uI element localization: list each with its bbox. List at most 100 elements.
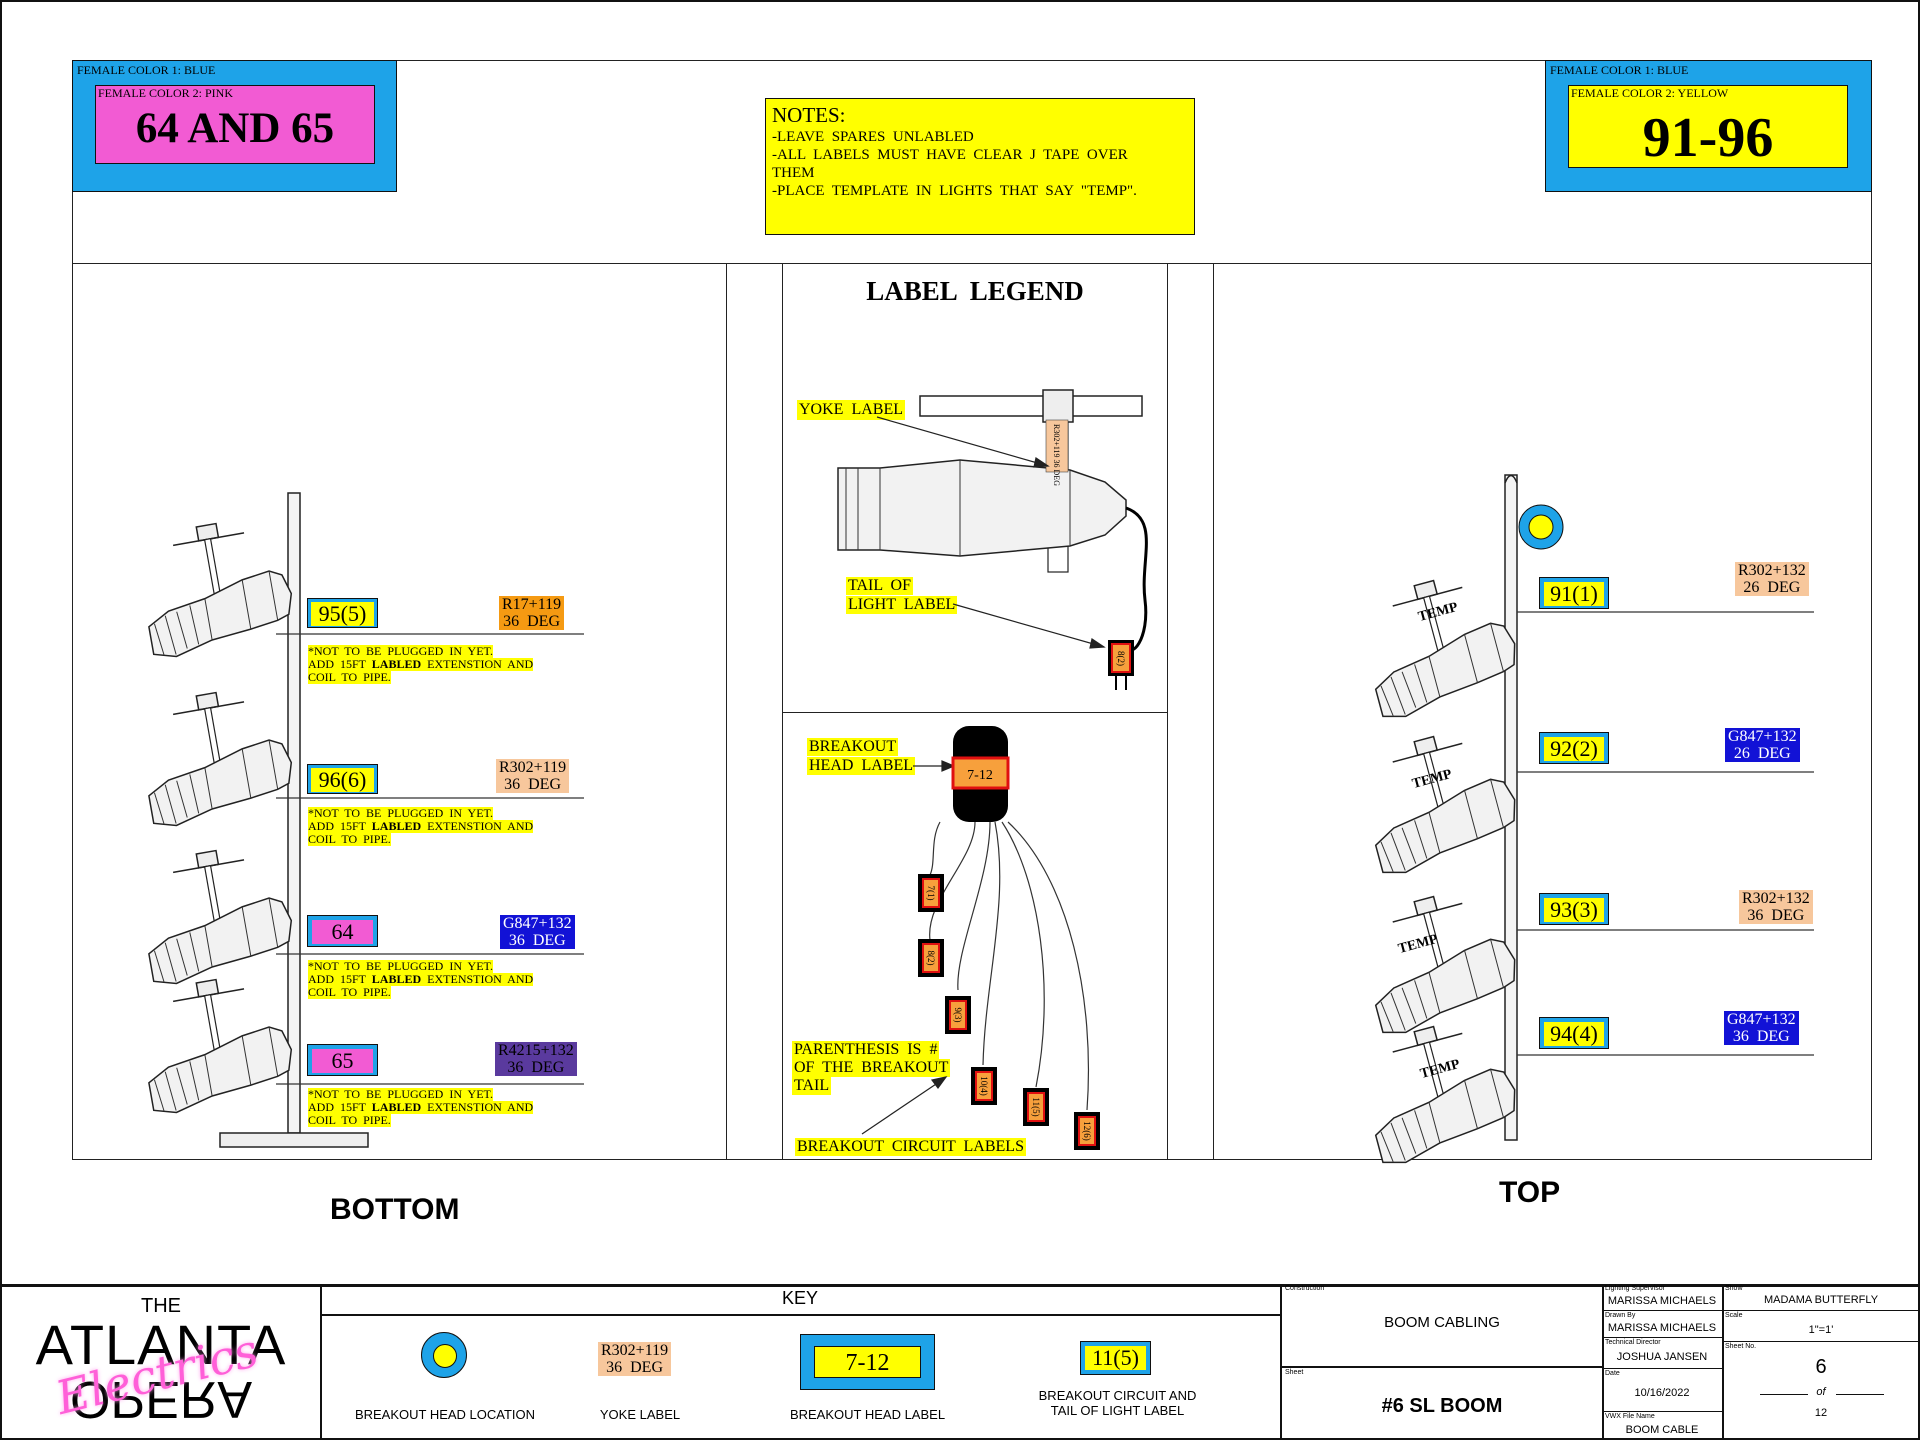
date-caption: Date	[1605, 1370, 1620, 1377]
tail-tag-10-4: 10(4)	[971, 1067, 997, 1105]
bottom-panel	[72, 263, 727, 1160]
legend-divider	[782, 712, 1168, 713]
key-circuit-text: 11(5)	[1085, 1346, 1146, 1370]
date-value: 10/16/2022	[1634, 1387, 1690, 1399]
gel-text: R4215+132	[498, 1042, 574, 1059]
bottom-boom-pipe	[219, 492, 369, 1148]
top-leader-lines	[1517, 611, 1814, 1056]
bottom-fixture-2	[132, 681, 300, 831]
key-head-text: 7-12	[814, 1346, 921, 1378]
vwx-caption: VWX File Name	[1605, 1413, 1655, 1420]
female-color-2-left: FEMALE COLOR 2: PINK	[98, 86, 234, 100]
key-circuit-label-1: BREAKOUT CIRCUIT AND	[1038, 1388, 1197, 1403]
pink-circuit-box: FEMALE COLOR 2: PINK 64 AND 65	[95, 85, 375, 164]
note-line: COIL TO PIPE.	[308, 1113, 391, 1127]
bottom-note-2: *NOT TO BE PLUGGED IN YET. ADD 15FT LABL…	[308, 807, 534, 846]
construction-value: BOOM CABLING	[1384, 1314, 1500, 1331]
legend-title: LABEL LEGEND	[866, 276, 1084, 306]
gel-text: R302+132	[1742, 890, 1810, 907]
top-circuit-label-3: 93(3)	[1539, 893, 1609, 925]
circuit-text: 94(4)	[1544, 1022, 1604, 1046]
notes-title: NOTES:	[772, 103, 846, 127]
bottom-title: BOTTOM	[330, 1193, 460, 1226]
gel-text: G847+132	[1727, 1011, 1796, 1028]
breakout-label-caption-1: BREAKOUT	[807, 738, 899, 756]
legend-panel	[782, 263, 1168, 1160]
show-value: MADAMA BUTTERFLY	[1763, 1294, 1879, 1306]
tail-tag-9-3: 9(3)	[945, 996, 971, 1034]
legend-arrows	[861, 416, 1106, 1135]
female-color-2-right: FEMALE COLOR 2: YELLOW	[1571, 86, 1729, 100]
sheetno-value: 6	[1815, 1356, 1827, 1378]
vwx-value: BOOM CABLE	[1625, 1424, 1699, 1436]
bottom-circuit-label-4: 65	[307, 1044, 378, 1076]
legend-tail-tag	[1108, 640, 1134, 690]
note-line: ADD 15FT LABLED EXTENSTION AND	[308, 1100, 534, 1114]
of-line-left	[1760, 1394, 1808, 1395]
gel-text: R302+132	[1738, 562, 1806, 579]
gel-text: R17+119	[502, 596, 562, 613]
bottom-note-3: *NOT TO BE PLUGGED IN YET. ADD 15FT LABL…	[308, 959, 534, 999]
deg-text: 36 DEG	[1747, 907, 1805, 924]
parenthesis-caption-2: OF THE BREAKOUT	[792, 1059, 951, 1077]
top-circuit-label-1: 91(1)	[1539, 577, 1609, 609]
parenthesis-caption-1: PARENTHESIS IS #	[792, 1041, 940, 1059]
female-color-1-right: FEMALE COLOR 1: BLUE	[1550, 63, 1689, 77]
of-line-right	[1836, 1394, 1884, 1395]
lighting-supervisor-cell: Lighting Supervisor MARISSA MICHAELS	[1602, 1284, 1722, 1311]
bottom-circuit-label-1: 95(5)	[307, 598, 378, 628]
note-line: *NOT TO BE PLUGGED IN YET.	[308, 959, 493, 973]
note-line: ADD 15FT LABLED EXTENSTION AND	[308, 972, 534, 986]
female-circuits-left: 64 AND 65	[135, 105, 335, 152]
key-breakout-location-icon	[421, 1332, 467, 1378]
tail-label-caption-2: LIGHT LABEL	[846, 596, 958, 614]
total-sheets: 12	[1814, 1407, 1828, 1419]
drawn-value: MARISSA MICHAELS	[1607, 1322, 1717, 1334]
circuit-text: 95(5)	[311, 602, 374, 626]
tail-tag-text: 10(4)	[979, 1076, 989, 1096]
top-fixture-2	[1351, 719, 1527, 879]
female-color-box-left: FEMALE COLOR 1: BLUE FEMALE COLOR 2: PIN…	[72, 60, 397, 192]
sheet-caption: Sheet	[1285, 1369, 1304, 1376]
yellow-circuit-box: FEMALE COLOR 2: YELLOW 91-96	[1568, 85, 1848, 169]
deg-text: 36 DEG	[507, 1059, 565, 1076]
notes-line-2: -ALL LABELS MUST HAVE CLEAR J TAPE OVER	[772, 147, 1128, 163]
technical-director-cell: Technical Director JOSHUA JANSEN	[1602, 1338, 1722, 1369]
top-title: TOP	[1499, 1176, 1561, 1209]
scale-value: 1"=1'	[1808, 1324, 1834, 1336]
sheet-cell: Sheet #6 SL BOOM	[1280, 1368, 1602, 1440]
bottom-note-1: *NOT TO BE PLUGGED IN YET. ADD 15FT LABL…	[308, 645, 534, 684]
parenthesis-caption-3: TAIL	[792, 1077, 832, 1095]
circuit-text: 65	[312, 1049, 373, 1073]
key-yoke-text-1: R302+119	[601, 1342, 669, 1359]
logo-the: THE	[141, 1295, 181, 1317]
bottom-fixture-1	[132, 512, 300, 662]
notes-box: NOTES: -LEAVE SPARES UNLABLED -ALL LABEL…	[765, 98, 1195, 235]
scale-cell: Scale 1"=1'	[1722, 1311, 1920, 1342]
drawn-by-cell: Drawn By MARISSA MICHAELS	[1602, 1311, 1722, 1338]
sheet-number-cell: Sheet No. 6 of 12	[1722, 1342, 1920, 1440]
logo-divider	[320, 1284, 322, 1440]
tail-tag-text: 12(6)	[1082, 1121, 1092, 1141]
scale-caption: Scale	[1725, 1312, 1743, 1319]
breakout-label-caption-2: HEAD LABEL	[807, 757, 915, 775]
note-line: COIL TO PIPE.	[308, 985, 391, 999]
legend-yoke-tag: R302+119 36 DEG	[1052, 424, 1061, 486]
breakout-circuit-labels-caption: BREAKOUT CIRCUIT LABELS	[795, 1138, 1026, 1156]
key-circuit-sample: 11(5)	[1080, 1341, 1151, 1375]
show-cell: Show MADAMA BUTTERFLY	[1722, 1284, 1920, 1311]
key-title-divider	[320, 1314, 1280, 1316]
key-head-label: BREAKOUT HEAD LABEL	[789, 1407, 946, 1422]
sheet-value: #6 SL BOOM	[1381, 1395, 1503, 1417]
tail-tag-11-5: 11(5)	[1023, 1088, 1049, 1126]
female-circuits-right: 91-96	[1642, 107, 1774, 169]
top-fixture-1	[1351, 563, 1527, 723]
key-title: KEY	[781, 1288, 819, 1308]
